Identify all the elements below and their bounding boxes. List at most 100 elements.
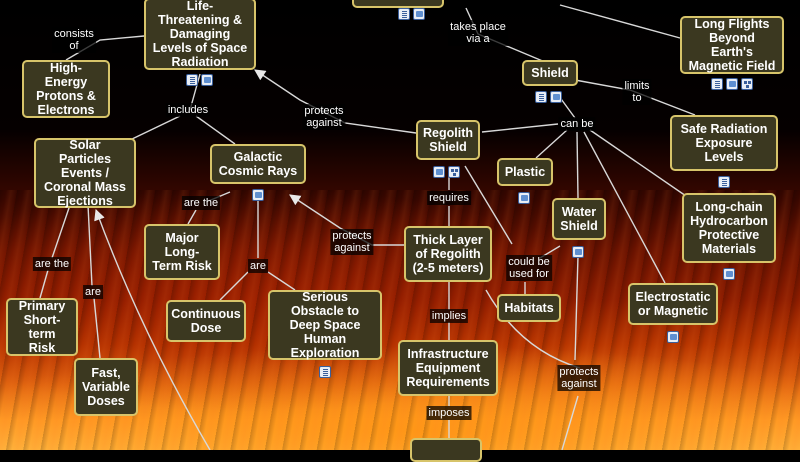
link-includes-solar xyxy=(129,115,181,141)
node-label: Plastic xyxy=(504,165,546,179)
link-arethe-primary xyxy=(39,269,49,299)
node-icons xyxy=(667,331,679,343)
document-icon[interactable] xyxy=(535,91,547,103)
link-label-can-be: can be xyxy=(558,117,596,131)
image-icon[interactable] xyxy=(518,192,530,204)
concept-node-high-energy[interactable]: High-Energy Protons & Electrons xyxy=(22,60,110,118)
link-bottom-solar xyxy=(94,208,211,450)
concept-node-long-flights[interactable]: Long Flights Beyond Earth's Magnetic Fie… xyxy=(680,16,784,74)
node-label: Serious Obstacle to Deep Space Human Exp… xyxy=(289,290,361,360)
concept-node-bottom-partial[interactable] xyxy=(410,438,482,462)
document-icon[interactable] xyxy=(718,176,730,188)
link-solar-are xyxy=(87,204,93,287)
link-thick-protects xyxy=(485,289,581,369)
node-icons xyxy=(535,91,562,103)
link-label-limits-to: limits to xyxy=(622,79,652,105)
concept-node-solar-particles[interactable]: Solar Particles Events / Coronal Mass Ej… xyxy=(34,138,136,208)
node-icons xyxy=(433,166,460,178)
link-label-requires: requires xyxy=(427,191,471,205)
node-label: High-Energy Protons & Electrons xyxy=(36,61,96,117)
concept-node-safe-levels[interactable]: Safe Radiation Exposure Levels xyxy=(670,115,778,171)
link-label-includes: includes xyxy=(165,103,211,117)
link-protects-down xyxy=(561,395,579,450)
image-icon[interactable] xyxy=(726,78,738,90)
concept-node-fast[interactable]: Fast, Variable Doses xyxy=(74,358,138,416)
link-life-highenergy xyxy=(65,35,145,61)
link-label-consists-of: consists of xyxy=(52,27,96,53)
node-label: Shield xyxy=(531,66,569,80)
concept-node-plastic[interactable]: Plastic xyxy=(497,158,553,186)
concept-node-galactic[interactable]: Galactic Cosmic Rays xyxy=(210,144,306,184)
concept-node-top-partial[interactable] xyxy=(352,0,444,8)
link-canbe-plastic xyxy=(535,129,568,159)
link-arethe-major xyxy=(187,209,197,225)
node-icons xyxy=(723,268,735,280)
concept-node-shield[interactable]: Shield xyxy=(522,60,578,86)
document-icon[interactable] xyxy=(711,78,723,90)
node-label: Water Shield xyxy=(560,205,598,233)
link-label-are: are xyxy=(248,259,268,273)
node-label: Long Flights Beyond Earth's Magnetic Fie… xyxy=(688,17,776,73)
link-label-are-the-2: are the xyxy=(32,257,72,271)
link-canbe-regolith xyxy=(481,123,559,133)
link-label-protects-against-2: protects against xyxy=(330,229,374,255)
concept-map-icon[interactable] xyxy=(741,78,753,90)
image-icon[interactable] xyxy=(413,8,425,20)
concept-node-primary[interactable]: Primary Short-term Risk xyxy=(6,298,78,356)
image-icon[interactable] xyxy=(433,166,445,178)
node-icons xyxy=(518,192,530,204)
node-icons xyxy=(186,74,213,86)
link-are-fast xyxy=(93,297,101,359)
link-label-implies: implies xyxy=(429,309,469,323)
concept-node-electrostatic[interactable]: Electrostatic or Magnetic xyxy=(628,283,718,325)
link-label-protects-against-1: protects against xyxy=(302,104,346,130)
document-icon[interactable] xyxy=(186,74,198,86)
concept-node-continuous[interactable]: Continuous Dose xyxy=(166,300,246,342)
concept-node-infrastructure[interactable]: Infrastructure Equipment Requirements xyxy=(398,340,498,396)
concept-node-major-risk[interactable]: Major Long-Term Risk xyxy=(144,224,220,280)
concept-node-regolith-shield[interactable]: Regolith Shield xyxy=(416,120,480,160)
node-icons xyxy=(252,189,264,201)
link-label-are-2: are xyxy=(83,285,103,299)
node-icons xyxy=(398,8,425,20)
link-label-takes-place: takes place via a xyxy=(448,20,508,46)
node-label: Galactic Cosmic Rays xyxy=(218,150,298,178)
concept-node-thick-layer[interactable]: Thick Layer of Regolith (2-5 meters) xyxy=(404,226,492,282)
node-label: Regolith Shield xyxy=(423,126,473,154)
document-icon[interactable] xyxy=(319,366,331,378)
node-icons xyxy=(718,176,730,188)
node-label: Solar Particles Events / Coronal Mass Ej… xyxy=(44,138,126,208)
concept-node-life-threatening[interactable]: Life-Threatening & Damaging Levels of Sp… xyxy=(144,0,256,70)
node-label: Fast, Variable Doses xyxy=(82,366,130,408)
node-label: Safe Radiation Exposure Levels xyxy=(680,122,768,164)
node-icons xyxy=(711,78,753,90)
concept-node-serious[interactable]: Serious Obstacle to Deep Space Human Exp… xyxy=(268,290,382,360)
concept-map-icon[interactable] xyxy=(448,166,460,178)
node-label: Infrastructure Equipment Requirements xyxy=(406,347,490,389)
document-icon[interactable] xyxy=(398,8,410,20)
link-top-longflights xyxy=(559,4,681,39)
image-icon[interactable] xyxy=(572,246,584,258)
link-are-serious xyxy=(267,271,296,291)
image-icon[interactable] xyxy=(252,189,264,201)
node-icons xyxy=(319,366,331,378)
link-label-protects-against-3: protects against xyxy=(557,365,601,391)
image-icon[interactable] xyxy=(667,331,679,343)
link-label-imposes: imposes xyxy=(426,406,472,420)
link-regolith-couldbe xyxy=(464,165,513,245)
concept-node-long-chain[interactable]: Long-chain Hydrocarbon Protective Materi… xyxy=(682,193,776,263)
image-icon[interactable] xyxy=(550,91,562,103)
link-label-are-the-1: are the xyxy=(181,196,221,210)
link-are-continuous xyxy=(219,271,249,301)
concept-node-habitats[interactable]: Habitats xyxy=(497,294,561,322)
link-label-could-be-used-for: could be used for xyxy=(506,255,552,281)
node-label: Life-Threatening & Damaging Levels of Sp… xyxy=(152,0,248,69)
concept-node-water-shield[interactable]: Water Shield xyxy=(552,198,606,240)
node-icons xyxy=(572,246,584,258)
link-solar-arethe xyxy=(51,204,71,259)
node-label: Continuous Dose xyxy=(171,307,241,335)
node-label: Thick Layer of Regolith (2-5 meters) xyxy=(412,233,484,275)
image-icon[interactable] xyxy=(201,74,213,86)
node-label: Habitats xyxy=(504,301,554,315)
image-icon[interactable] xyxy=(723,268,735,280)
